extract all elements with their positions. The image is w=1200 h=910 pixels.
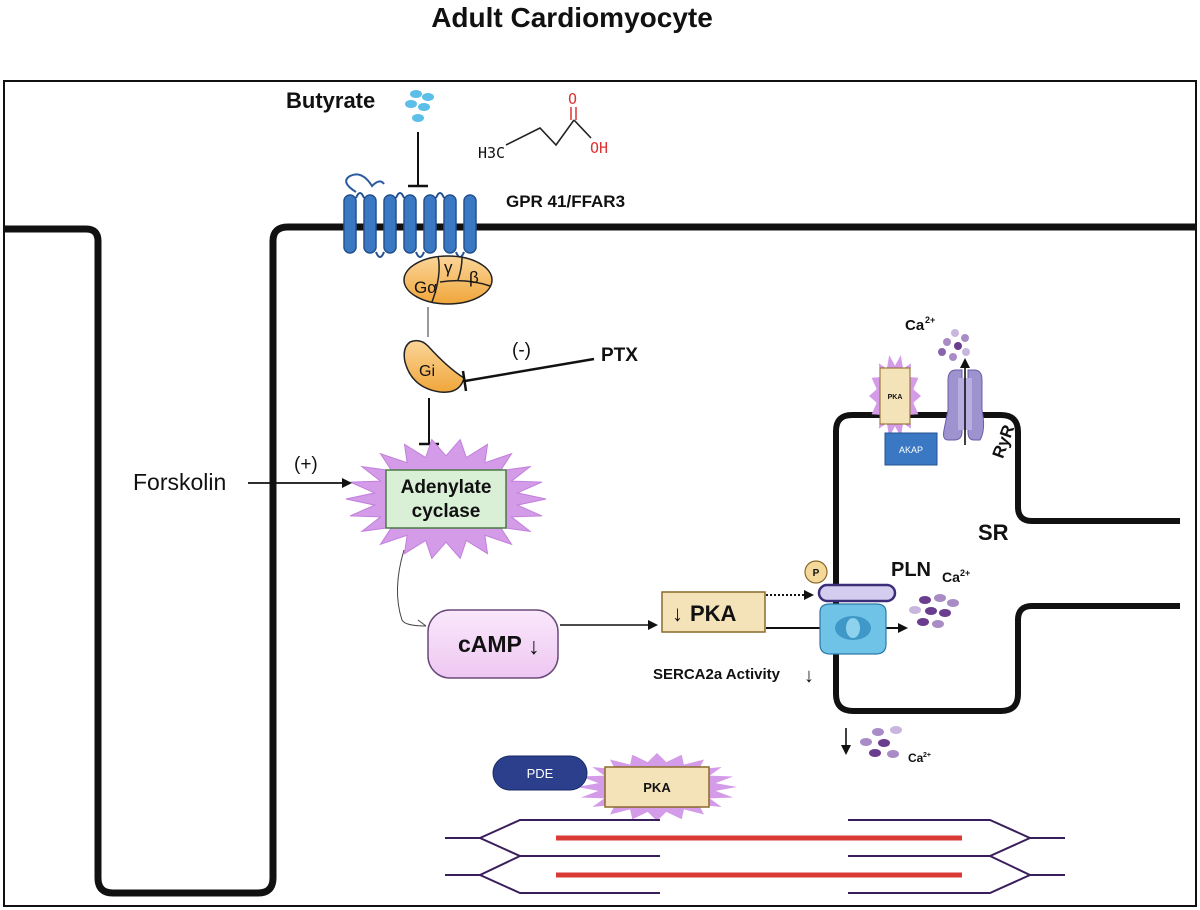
- ac-to-camp-line: [396, 549, 427, 627]
- ac-to-camp-tip: [417, 619, 427, 627]
- gpr41-receptor: [343, 173, 477, 258]
- receptor-label: GPR 41/FFAR3: [506, 192, 625, 211]
- ptx-effect-label: (-): [512, 340, 531, 361]
- ca-ryr-sup: 2+: [925, 315, 935, 325]
- ptx-label: PTX: [601, 345, 638, 366]
- serca-pump: [819, 603, 887, 655]
- pka-small-box: [879, 367, 911, 425]
- ca-pln-sup: 2+: [960, 568, 970, 578]
- ca-dots-cytosol: [860, 726, 902, 758]
- serca-label: SERCA2a Activity: [653, 666, 781, 683]
- pln-protein: [817, 583, 897, 603]
- ca-dots-ryr: [938, 329, 970, 361]
- sr-membrane: [833, 412, 1180, 714]
- forskolin-effect-label: (+): [294, 454, 318, 475]
- ryr-channel: [943, 369, 985, 441]
- ca-dots-pln: [909, 594, 959, 628]
- pde-capsule: [492, 755, 588, 791]
- g-alpha-label: Gα: [414, 278, 437, 297]
- adenylate-line2: cyclase: [412, 501, 481, 522]
- ca-ryr-base: Ca: [905, 317, 925, 334]
- serca-arrow: ↓: [804, 665, 814, 687]
- camp-box: [427, 609, 559, 679]
- g-protein-trimer: [403, 255, 493, 305]
- phosphate-circle: [804, 560, 828, 584]
- camp-label: cAMP: [458, 631, 522, 657]
- sr-label: SR: [978, 520, 1009, 545]
- formula-h3c: H3C: [478, 144, 505, 162]
- butyrate-dots: [405, 90, 434, 122]
- formula-oh: OH: [590, 139, 608, 157]
- adenylate-line1: Adenylate: [401, 477, 492, 498]
- g-beta-label: β: [469, 268, 479, 287]
- g-gamma-label: γ: [444, 258, 453, 277]
- adenylate-cyclase-box: [385, 469, 507, 529]
- pka-main-label: PKA: [690, 601, 737, 626]
- formula-o: O: [568, 90, 577, 108]
- pka-main-box: [661, 591, 766, 633]
- phosphate-label: P: [813, 568, 820, 579]
- camp-arrow: ↓: [528, 633, 540, 659]
- outer-frame: [3, 80, 1197, 907]
- pln-label: PLN: [891, 559, 931, 581]
- pka-bottom-label: PKA: [643, 780, 671, 795]
- akap-label: AKAP: [899, 445, 923, 455]
- ca-cytosol-sup: 2+: [923, 752, 931, 759]
- gi-subunit: [403, 339, 465, 393]
- ca-pln-base: Ca: [942, 569, 960, 585]
- pka-main-arrow: ↓: [672, 601, 683, 626]
- ptx-inhibit-bar: [461, 370, 468, 392]
- sarcomere: [445, 819, 1065, 894]
- pka-bottom-box: [604, 766, 710, 808]
- ryr-label: RyR: [989, 422, 1018, 460]
- cell-membrane: [4, 223, 1196, 897]
- butyrate-label: Butyrate: [286, 88, 375, 113]
- butyrate-structure: H3C O OH: [478, 90, 608, 162]
- pka-small-label: PKA: [888, 394, 903, 401]
- gi-label: Gi: [419, 363, 435, 380]
- akap-box: [884, 432, 938, 466]
- ca-cytosol-base: Ca: [908, 751, 924, 765]
- page-title: Adult Cardiomyocyte: [431, 2, 713, 33]
- ptx-inhibit-line: [464, 357, 595, 383]
- forskolin-label: Forskolin: [133, 469, 226, 495]
- pde-label: PDE: [527, 766, 554, 781]
